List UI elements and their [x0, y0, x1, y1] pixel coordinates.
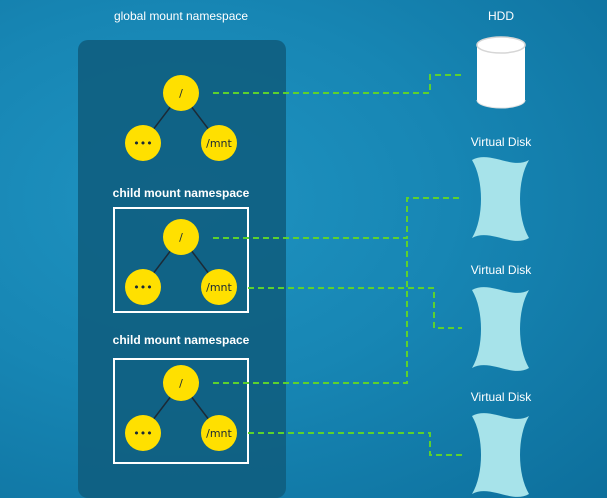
link-child1-root-vdisk1	[213, 197, 462, 239]
global-mnt-node	[201, 125, 237, 161]
global-dots-node	[125, 125, 161, 161]
child2-root-label: /	[179, 377, 183, 390]
child1-root-label: /	[179, 231, 183, 244]
child1-mnt-label: /mnt	[206, 281, 232, 294]
child2-mnt-node	[201, 415, 237, 451]
child1-tree: / ••• /mnt	[125, 219, 237, 305]
global-mnt-label: /mnt	[206, 137, 232, 150]
virtual-disk-label-2: Virtual Disk	[470, 263, 532, 277]
child2-mnt-label: /mnt	[206, 427, 232, 440]
child2-root-node	[163, 365, 199, 401]
link-global-root-hdd	[213, 74, 462, 94]
child2-tree: / ••• /mnt	[125, 365, 237, 451]
child1-dots-label: •••	[133, 281, 152, 294]
hdd-cylinder-icon	[476, 36, 526, 109]
virtual-disk-icon	[472, 287, 529, 371]
global-root-node	[163, 75, 199, 111]
child-namespace-box-2	[113, 358, 249, 464]
child1-mnt-node	[201, 269, 237, 305]
virtual-disk-label-1: Virtual Disk	[470, 135, 532, 149]
global-dots-label: •••	[133, 137, 152, 150]
link-child2-root-vdisk1	[213, 238, 408, 384]
link-child2-mnt-vdisk3	[248, 432, 462, 456]
hdd-label: HDD	[488, 9, 514, 23]
virtual-disk-icon	[472, 157, 529, 241]
child-namespace-box-1	[113, 207, 249, 313]
mount-links	[213, 74, 462, 456]
child1-dots-node	[125, 269, 161, 305]
child2-dots-label: •••	[133, 427, 152, 440]
child1-root-node	[163, 219, 199, 255]
link-child1-mnt-vdisk2	[248, 287, 462, 329]
virtual-disk-icon	[472, 413, 529, 497]
child-namespace-title-2: child mount namespace	[112, 333, 250, 347]
global-namespace-title: global mount namespace	[113, 9, 249, 23]
virtual-disk-label-3: Virtual Disk	[470, 390, 532, 404]
global-root-label: /	[179, 87, 183, 100]
global-tree: / ••• /mnt	[125, 75, 237, 161]
child-namespace-title-1: child mount namespace	[112, 186, 250, 200]
child2-dots-node	[125, 415, 161, 451]
